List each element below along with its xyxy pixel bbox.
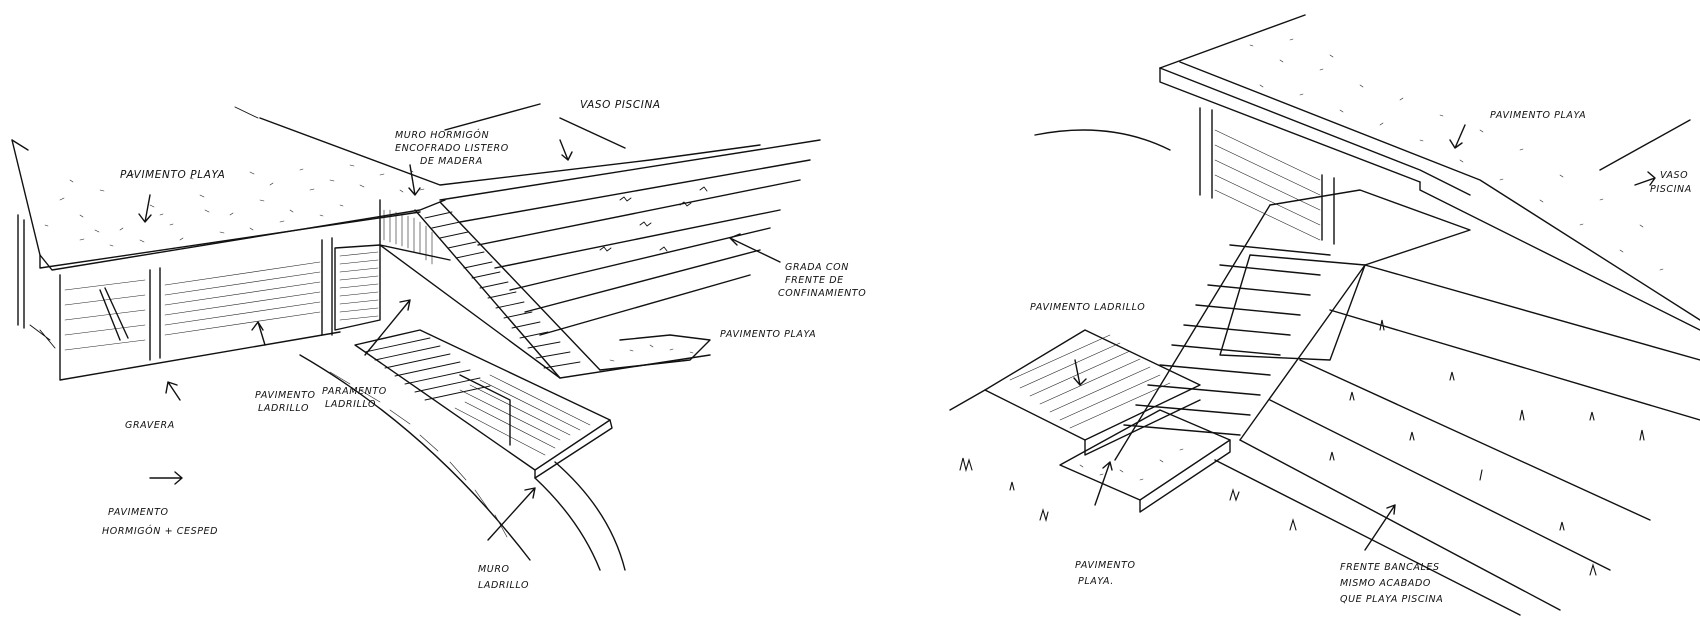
label-muro-hormigon-line2: ENCOFRADO LISTERO	[395, 143, 509, 154]
label-grada-line2: FRENTE DE	[785, 275, 844, 286]
label-vaso-piscina-line2-right: PISCINA	[1650, 184, 1692, 195]
left-annotation-arrows	[149, 139, 573, 541]
left-brick-wall	[59, 237, 381, 381]
left-labels: VASO PISCINA MURO HORMIGÓN ENCOFRADO LIS…	[102, 99, 866, 591]
left-edge-wall	[17, 214, 56, 349]
label-pavimento-playa-bottom-line2: PLAYA.	[1078, 576, 1114, 587]
label-pav-hormigon-line1: PAVIMENTO	[108, 507, 169, 518]
label-grada-line3: CONFINAMIENTO	[778, 288, 866, 299]
label-muro-hormigon-line1: MURO HORMIGÓN	[395, 129, 489, 141]
label-grada-line1: GRADA CON	[785, 262, 849, 273]
label-gravera: GRAVERA	[125, 420, 175, 431]
label-muro-ladrillo-line2: LADRILLO	[478, 580, 529, 591]
label-frente-arrow	[1364, 504, 1396, 551]
label-pavimento-ladrillo-right: PAVIMENTO LADRILLO	[1030, 302, 1145, 313]
right-sketch: PAVIMENTO PLAYA VASO PISCINA PAVIMENTO L…	[949, 14, 1700, 616]
label-pav-hormigon-line2: HORMIGÓN + CESPED	[102, 525, 218, 537]
left-lower-platform	[354, 329, 613, 479]
right-pool-deck-slab	[1159, 14, 1700, 331]
right-bancales	[1214, 264, 1700, 616]
label-pavimento-playa-right: PAVIMENTO PLAYA	[720, 329, 816, 340]
label-vaso-piscina: VASO PISCINA	[580, 99, 661, 111]
label-pavimento-ladrillo-line2: LADRILLO	[258, 403, 309, 414]
label-frente-line3: QUE PLAYA PISCINA	[1340, 594, 1443, 605]
right-labels: PAVIMENTO PLAYA VASO PISCINA PAVIMENTO L…	[1030, 110, 1692, 605]
label-frente-line1: FRENTE BANCALES	[1340, 562, 1440, 573]
label-muro-ladrillo-line1: MURO	[478, 564, 510, 575]
label-pavimento-ladrillo-line1: PAVIMENTO	[255, 390, 316, 401]
label-paramento-ladrillo-line2: LADRILLO	[325, 399, 376, 410]
label-pavimento-playa-bottom-line1: PAVIMENTO	[1075, 560, 1136, 571]
right-ground-curve	[1034, 129, 1171, 151]
label-pavimento-playa-top-right: PAVIMENTO PLAYA	[1490, 110, 1586, 121]
left-staircase	[379, 199, 711, 379]
label-muro-hormigon-line3: DE MADERA	[420, 156, 483, 167]
right-columns	[1199, 107, 1335, 245]
left-tiered-gradas	[439, 139, 821, 336]
label-frente-line2: MISMO ACABADO	[1340, 578, 1431, 589]
left-sketch: VASO PISCINA MURO HORMIGÓN ENCOFRADO LIS…	[11, 99, 866, 591]
label-pavimento-playa-top: PAVIMENTO PLAYA	[120, 169, 225, 181]
right-brick-pavement	[949, 329, 1231, 513]
right-staircase	[1114, 189, 1471, 461]
right-grass-tufts	[959, 457, 1597, 576]
left-pool-deck-slab	[11, 103, 761, 271]
label-vaso-piscina-line1-right: VASO	[1660, 170, 1688, 181]
left-curved-wall	[299, 354, 626, 571]
label-paramento-ladrillo-line1: PARAMENTO	[322, 386, 387, 397]
